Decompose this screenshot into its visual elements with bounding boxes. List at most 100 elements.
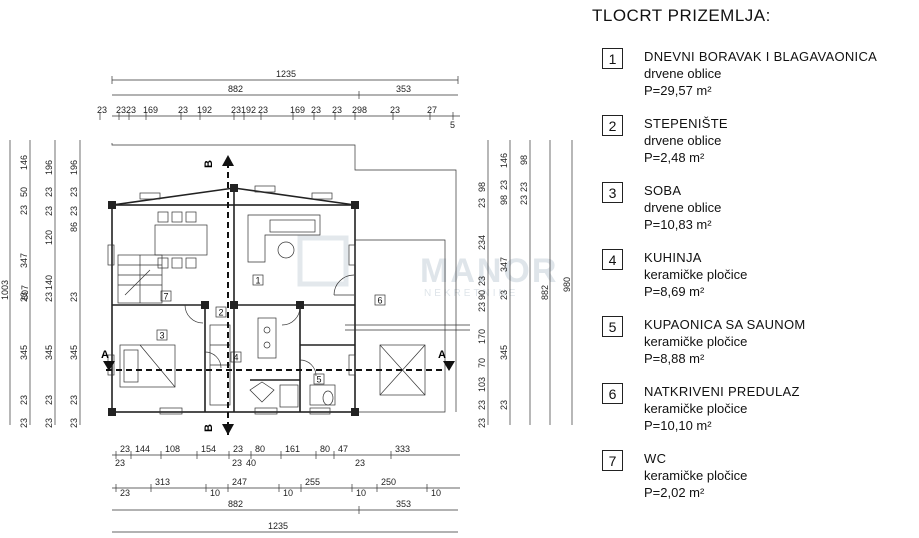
dimension-value: 23 (126, 105, 136, 115)
room-area: P=29,57 m² (644, 83, 712, 98)
dimension-value: 144 (135, 444, 150, 454)
dimension-value: 23 (477, 276, 487, 286)
dimension-value: 23 (19, 292, 29, 302)
bathroom-fixtures (249, 381, 336, 408)
dimension-value: 345 (44, 345, 54, 360)
dimension-value: 23 (69, 187, 79, 197)
dimension-value: 192 (197, 105, 212, 115)
dimension-value: 23 (499, 180, 509, 190)
room-name: NATKRIVENI PREDULAZ (644, 384, 800, 399)
section-b-bottom: B (203, 424, 215, 432)
dimension-value: 140 (44, 275, 54, 290)
watermark: MANOR NEKRETNINE (297, 235, 556, 299)
dimension-value: 23 (178, 105, 188, 115)
dimension-value: 161 (285, 444, 300, 454)
dimension-value: 10 (283, 488, 293, 498)
room-label-5: 5 (317, 375, 322, 385)
dimension-value: 23 (231, 105, 241, 115)
dimension-value: 23 (499, 400, 509, 410)
legend-number: 1 (602, 48, 623, 69)
dimension-value: 80 (320, 444, 330, 454)
dimension-value: 98 (519, 155, 529, 165)
section-b-top: B (203, 160, 215, 168)
kitchen-counter (209, 317, 277, 406)
room-label-1: 1 (256, 276, 261, 286)
dimension-value: 333 (395, 444, 410, 454)
dimension-value: 23 (115, 458, 125, 468)
room-area: P=2,48 m² (644, 150, 705, 165)
dimension-value: 23 (120, 444, 130, 454)
dimension-value: 23 (332, 105, 342, 115)
dim-bottom-total: 1235 (268, 521, 288, 531)
dim-top-353: 353 (396, 84, 411, 94)
dim-top-882: 882 (228, 84, 243, 94)
room-finish: drvene oblice (644, 200, 722, 215)
room-name: STEPENIŠTE (644, 116, 728, 131)
dimension-value: 23 (477, 400, 487, 410)
room-area: P=8,88 m² (644, 351, 705, 366)
room-label-7: 7 (164, 292, 169, 302)
dimension-value: 23 (97, 105, 107, 115)
dimension-value: 169 (143, 105, 158, 115)
dimension-value: 98 (499, 195, 509, 205)
dimension-value: 70 (477, 358, 487, 368)
room-area: P=10,10 m² (644, 418, 712, 433)
dimension-value: 23 (69, 418, 79, 428)
dimension-value: 196 (69, 160, 79, 175)
dimension-value: 247 (232, 477, 247, 487)
legend-number: 6 (602, 383, 623, 404)
dimension-value: 345 (499, 345, 509, 360)
dimension-value: 313 (155, 477, 170, 487)
section-a-right: A (438, 349, 446, 361)
room-name: SOBA (644, 183, 682, 198)
dimension-value: 98 (477, 182, 487, 192)
dimension-value: 23 (477, 418, 487, 428)
room-label-4: 4 (234, 353, 239, 363)
room-label-2: 2 (219, 308, 224, 318)
room-labels: 1 7 3 4 5 6 2 (156, 274, 386, 385)
watermark-subtext: NEKRETNINE (424, 288, 518, 299)
room-finish: keramičke pločice (644, 267, 748, 282)
room-label-6: 6 (378, 296, 383, 306)
section-lines: B B A A (101, 155, 455, 435)
dimension-value: 23 (477, 302, 487, 312)
legend-number: 4 (602, 249, 623, 270)
dimension-value: 23 (258, 105, 268, 115)
dimension-value: 169 (290, 105, 305, 115)
dimension-value: 250 (381, 477, 396, 487)
room-legend: TLOCRT PRIZEMLJA: 1 DNEVNI BORAVAK I BLAG… (592, 6, 919, 517)
legend-number: 7 (602, 450, 623, 471)
dimension-value: 23 (19, 418, 29, 428)
dimension-value: 23 (19, 205, 29, 215)
dim-bottom-882: 882 (228, 499, 243, 509)
dimension-value: 23 (69, 395, 79, 405)
dimension-value: 5 (450, 120, 455, 130)
legend-number: 3 (602, 182, 623, 203)
dim-left-807: 807 (20, 285, 30, 300)
dimension-value: 90 (477, 290, 487, 300)
room-area: P=2,02 m² (644, 485, 705, 500)
room-finish: keramičke pločice (644, 468, 748, 483)
dimension-value: 23 (116, 105, 126, 115)
dimension-value: 23 (477, 198, 487, 208)
dimension-value: 23 (232, 458, 242, 468)
room-label-3: 3 (160, 331, 165, 341)
legend-title: TLOCRT PRIZEMLJA: (592, 6, 771, 25)
dimension-value: 27 (427, 105, 437, 115)
building-walls (107, 143, 470, 416)
dimension-value: 154 (201, 444, 216, 454)
dimension-value: 23 (44, 395, 54, 405)
dimension-value: 23 (69, 206, 79, 216)
